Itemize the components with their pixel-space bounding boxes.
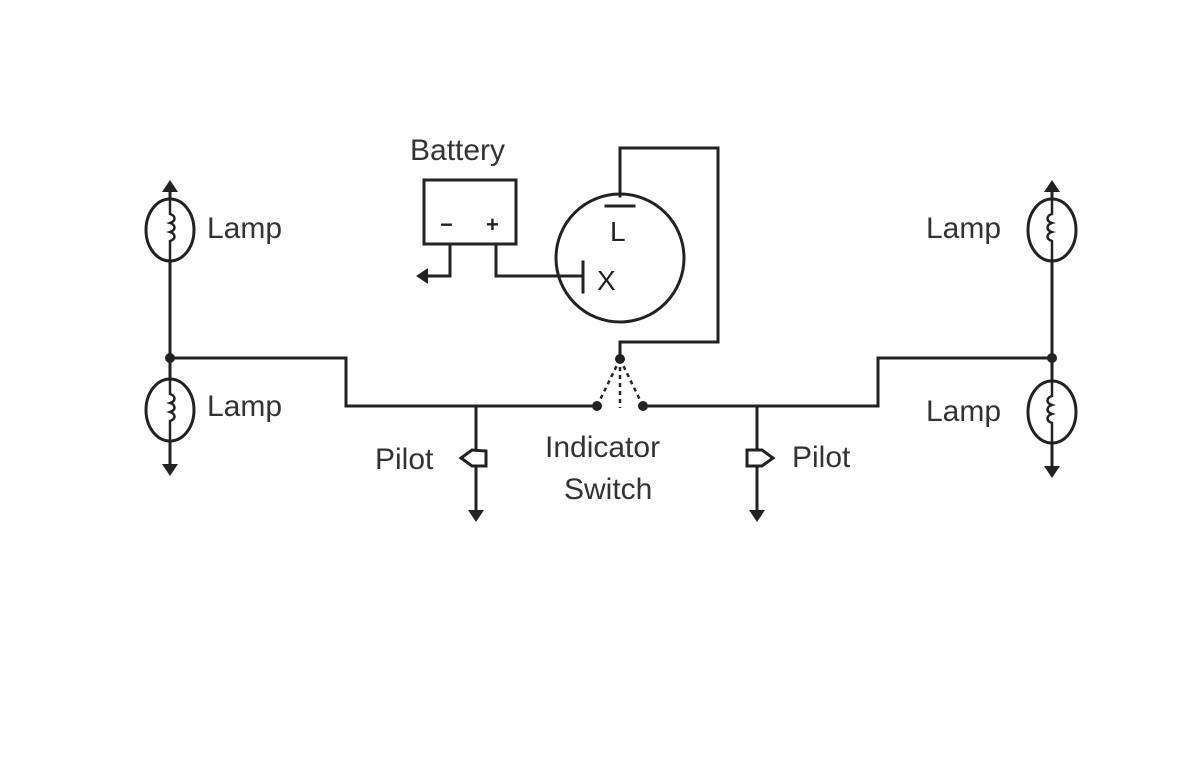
pilot-right: Pilot [745, 404, 851, 522]
flasher-unit: L X [554, 146, 720, 361]
lamp-left-bottom: Lamp [144, 377, 282, 443]
arrow-down-icon [468, 510, 484, 522]
lamp-label: Lamp [926, 212, 1001, 245]
ground-arrow-icon [416, 268, 428, 284]
lamp-label: Lamp [926, 395, 1001, 428]
lamp-left-top: Lamp [144, 197, 282, 263]
lamp-right-bottom: Lamp [926, 379, 1078, 445]
battery-label: Battery [410, 134, 505, 167]
filament-icon [1046, 381, 1056, 443]
battery-negative-label: − [440, 212, 453, 237]
switch-contact-left [592, 401, 602, 411]
pilot-label: Pilot [792, 441, 851, 474]
filament-icon [166, 379, 176, 441]
switch-label-line1: Indicator [545, 431, 660, 464]
battery-body [422, 178, 518, 246]
arrow-up-icon [162, 180, 178, 192]
terminal-l-label: L [610, 216, 626, 247]
terminal-x-label: X [597, 265, 616, 296]
battery: Battery − + [410, 134, 585, 284]
pilot-left: Pilot [375, 404, 488, 522]
indicator-switch: Indicator Switch [545, 354, 660, 506]
battery-positive-label: + [486, 212, 499, 237]
arrow-up-icon [1044, 180, 1060, 192]
arrow-down-icon [1044, 466, 1060, 478]
lamp-right-top: Lamp [926, 197, 1078, 263]
flasher-body [554, 192, 686, 324]
switch-label-line2: Switch [564, 473, 652, 506]
filament-icon [166, 199, 176, 261]
pilot-label: Pilot [375, 443, 434, 476]
pilot-lamp-icon [745, 448, 776, 468]
arrow-down-icon [162, 464, 178, 476]
filament-icon [1046, 199, 1056, 261]
lamp-label: Lamp [207, 212, 282, 245]
lamp-label: Lamp [207, 390, 282, 423]
pilot-lamp-icon [458, 448, 488, 468]
switch-contact-right [638, 401, 648, 411]
arrow-down-icon [749, 510, 765, 522]
